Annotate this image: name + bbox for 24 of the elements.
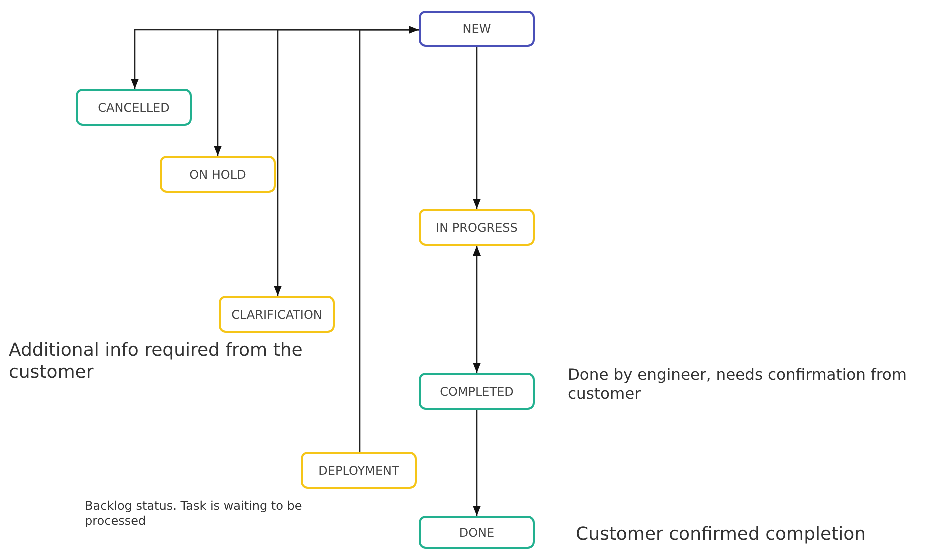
status-description: Done by engineer, needs confirmation from customer xyxy=(568,366,908,404)
arrow xyxy=(473,410,481,516)
status-box xyxy=(301,452,417,489)
status-label: COMPLETED xyxy=(440,384,514,398)
note-text: Backlog status. Task is waiting to be processed xyxy=(85,499,304,529)
status-description: Customer confirmed completion xyxy=(576,524,868,546)
status-label: CLARIFICATION xyxy=(232,308,322,322)
status-box xyxy=(419,516,535,549)
status-label: CANCELLED xyxy=(98,100,170,114)
status-label: IN PROGRESS xyxy=(436,220,518,234)
status-box xyxy=(160,156,276,193)
status-description: Additional info required from the customer xyxy=(9,340,304,384)
arrow xyxy=(473,246,481,373)
status-box xyxy=(76,89,192,126)
status-label: ON HOLD xyxy=(190,168,246,182)
arrow xyxy=(359,26,419,452)
arrow xyxy=(473,47,481,209)
status-box xyxy=(219,296,335,333)
status-box xyxy=(419,11,535,47)
status-box xyxy=(419,373,535,410)
status-box xyxy=(419,209,535,246)
status-label: DEPLOYMENT xyxy=(318,464,400,478)
status-label: NEW xyxy=(462,22,492,36)
status-label: DONE xyxy=(459,526,495,540)
